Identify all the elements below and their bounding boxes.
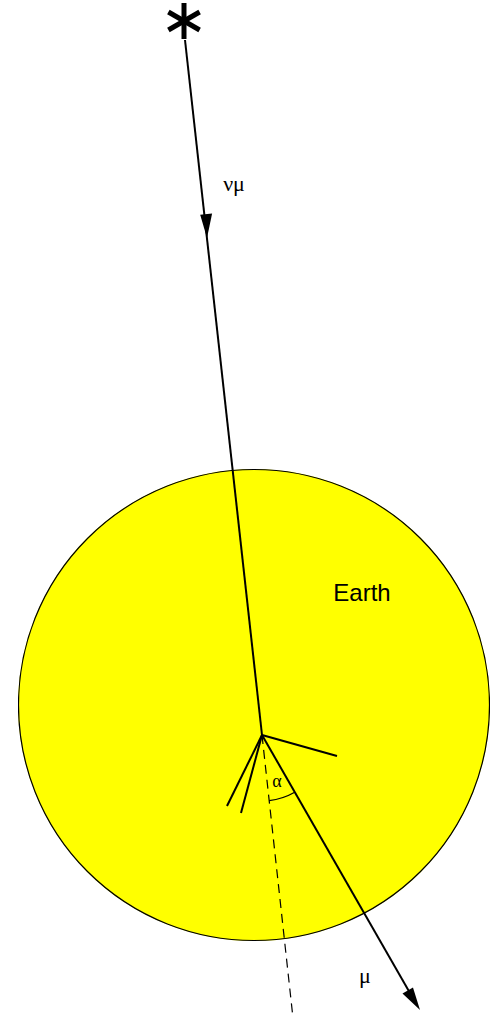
neutrino-arrowhead: [200, 213, 212, 238]
neutrino-track: [185, 40, 262, 735]
angle-arc: [269, 792, 295, 800]
earth-circle: [19, 470, 490, 941]
particle-label: μ: [359, 964, 371, 988]
muon-arrowhead: [403, 987, 421, 1010]
earth-fill: [18, 469, 490, 941]
star-symbol: [168, 3, 199, 39]
node-label: Earth: [333, 580, 390, 606]
neutrino-direction: [262, 735, 293, 1018]
muon-track: [262, 735, 414, 1000]
particle-label: νμ: [223, 172, 245, 196]
earth-region: Earth: [18, 468, 490, 942]
angle-label: α: [272, 772, 281, 792]
shower-lines: [227, 735, 337, 813]
earth-outline: [18, 468, 490, 942]
